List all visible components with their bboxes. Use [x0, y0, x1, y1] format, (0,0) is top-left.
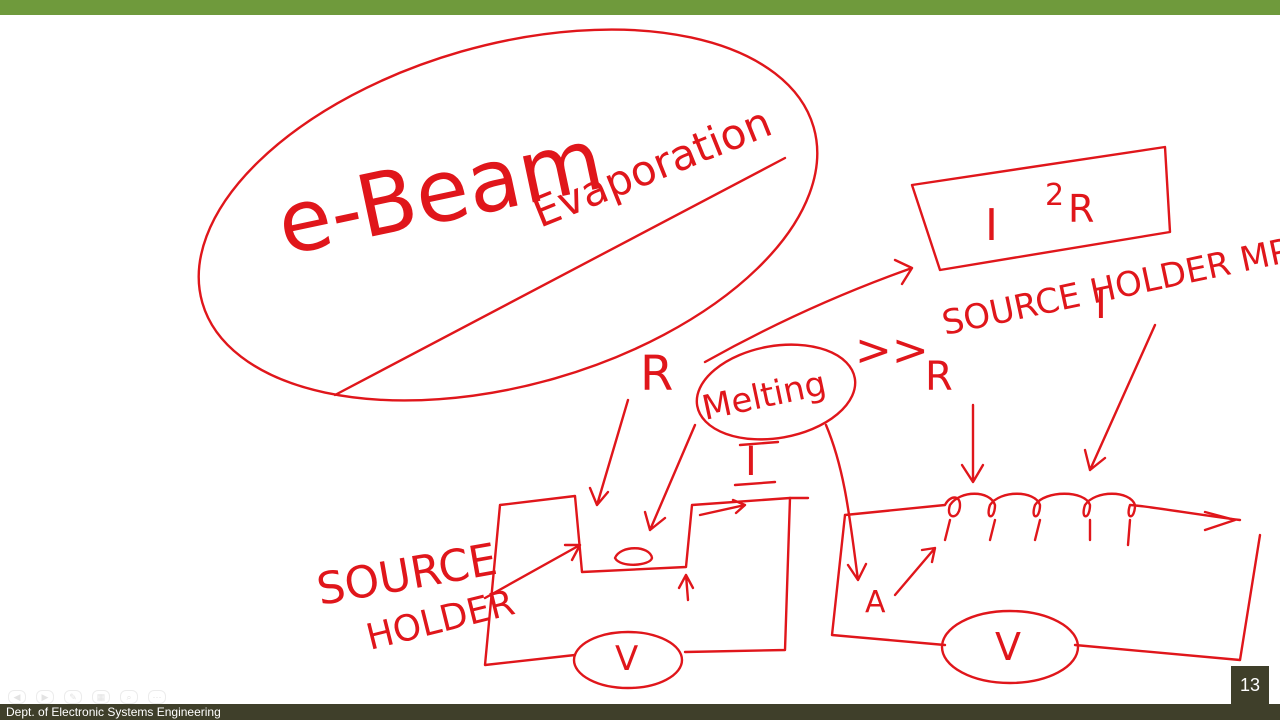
crucible-up-arrow [677, 573, 695, 602]
filament-wire-top [843, 492, 1242, 522]
current-bar [733, 440, 780, 487]
previous-slide-icon[interactable]: ◀ [8, 690, 26, 704]
crucible-melt [613, 547, 654, 566]
arrow-r-left [588, 398, 630, 507]
resistance-right: R [925, 354, 953, 400]
header-accent-bar [0, 0, 1280, 15]
crucible-arrow [698, 498, 747, 517]
formula-r: R [1068, 187, 1094, 231]
crucible-outline [483, 494, 792, 667]
footer-bar [0, 704, 1280, 720]
title-ellipse [197, 28, 819, 402]
current-right: I [1095, 282, 1107, 328]
next-slide-icon[interactable]: ▶ [36, 690, 54, 704]
arrow-current-right [1083, 323, 1157, 472]
arrow-r-right [960, 403, 985, 484]
comparison-symbol: >> [855, 325, 929, 376]
current-top: I [745, 439, 757, 485]
arrow-melting-filament [824, 423, 868, 582]
filament-arrow-end [1203, 510, 1237, 532]
pen-tool-icon[interactable]: ✎ [64, 690, 82, 704]
slide-nav-controls[interactable]: ◀ ▶ ✎ ▦ ⌕ ⋯ [8, 690, 166, 704]
melting-ellipse [695, 343, 857, 441]
voltage-left: V [615, 639, 638, 679]
melting-label: Melting [699, 364, 830, 429]
arrow-source-holder [483, 543, 582, 600]
more-options-icon[interactable]: ⋯ [148, 690, 166, 704]
arrow-melting-crucible [643, 423, 697, 532]
filament-left-arrow [893, 546, 937, 597]
footer-department: Dept. of Electronic Systems Engineering [6, 705, 221, 719]
filament-label: A [865, 585, 886, 620]
formula-box [910, 145, 1172, 272]
slides-grid-icon[interactable]: ▦ [92, 690, 110, 704]
zoom-icon[interactable]: ⌕ [120, 690, 138, 704]
filament-circuit [830, 513, 1262, 662]
formula-i: I [985, 200, 998, 251]
page-number: 13 [1231, 666, 1269, 704]
arrow-to-formula [703, 258, 914, 364]
resistance-left: R [640, 346, 673, 402]
title-underline [333, 156, 787, 397]
filament-coil-legs [943, 518, 1132, 547]
formula-sup: 2 [1045, 178, 1064, 213]
voltage-right: V [995, 625, 1021, 669]
voltage-source-right [940, 609, 1080, 685]
voltage-source-left [572, 630, 684, 690]
